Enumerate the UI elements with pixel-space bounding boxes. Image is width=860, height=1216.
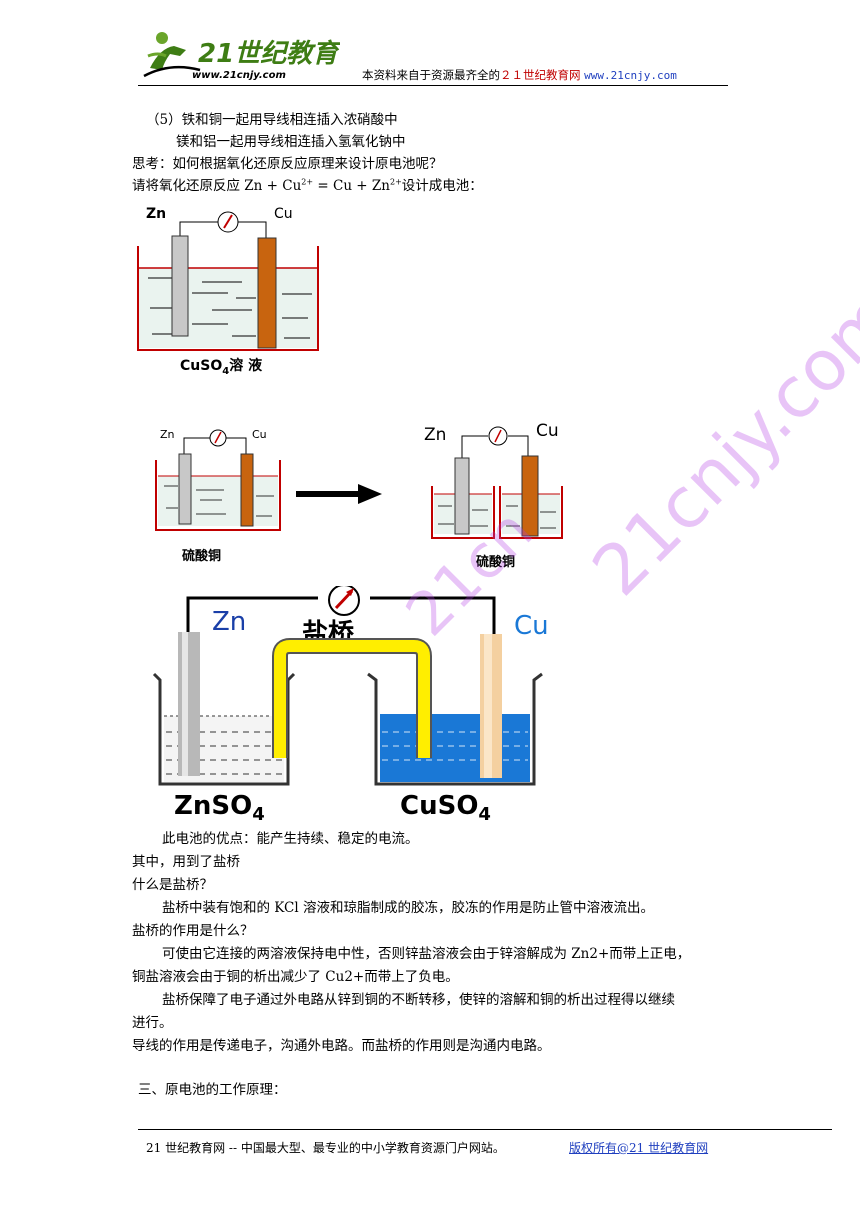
paragraph-transfer-1: 盐桥保障了电子通过外电路从锌到铜的不断转移，使锌的溶解和铜的析出过程得以继续 [162, 992, 675, 1008]
copper-electrode [257, 237, 277, 349]
cu-label: Cu [252, 428, 267, 441]
figure-single-cell: Zn Cu CuSO4溶 液 [137, 206, 319, 377]
zinc-electrode [178, 632, 200, 776]
watermark: 21cnjy.com [576, 274, 860, 612]
zn-label: Zn [146, 206, 166, 222]
paragraph-transfer-2: 进行。 [132, 1015, 173, 1031]
ammeter-icon [209, 429, 227, 447]
ammeter-icon [217, 211, 239, 233]
salt-bridge-tube [274, 640, 430, 758]
logo-text: 21世纪教育 [198, 39, 340, 69]
site-logo: 21世纪教育 www.21cnjy.com [140, 26, 342, 82]
question-bridge-role: 盐桥的作用是什么？ [132, 923, 254, 939]
reaction-right: = Cu + Zn [313, 178, 390, 194]
section-heading: 三、原电池的工作原理： [138, 1082, 287, 1098]
figure-cell-split: Zn Cu 硫酸铜 [424, 421, 563, 570]
running-figure-icon [143, 32, 201, 78]
zinc-electrode [171, 235, 189, 337]
text-line-3: 思考：如何根据氧化还原反应原理来设计原电池呢？ [132, 156, 443, 172]
header-site-name: ２１世纪教育网 [500, 68, 581, 82]
text-line-1: （5）铁和铜一起用导线相连插入浓硝酸中 [146, 112, 398, 128]
footer-copyright-link[interactable]: 版权所有@21 世纪教育网 [569, 1141, 709, 1155]
ammeter-icon [488, 426, 508, 446]
paragraph-bridge-content: 盐桥中装有饱和的 KCl 溶液和琼脂制成的胶冻，胶冻的作用是防止管中溶液流出。 [162, 900, 654, 916]
reaction-left: 请将氧化还原反应 Zn + Cu [132, 178, 302, 194]
logo-url: www.21cnjy.com [192, 70, 286, 81]
copper-electrode [240, 453, 254, 527]
paragraph-salt-bridge-used: 其中，用到了盐桥 [132, 854, 240, 870]
left-solution-caption: ZnSO4 [174, 791, 265, 825]
question-what-is-bridge: 什么是盐桥？ [132, 877, 213, 893]
figure-cell-before: Zn Cu 硫酸铜 [155, 428, 281, 564]
caption-left: 硫酸铜 [182, 548, 221, 564]
solution-caption: CuSO4溶 液 [180, 357, 263, 377]
paragraph-advantage: 此电池的优点：能产生持续、稳定的电流。 [162, 831, 419, 847]
header-source-line: 本资料来自于资源最齐全的２１世纪教育网 www.21cnjy.com [362, 67, 677, 83]
paragraph-neutrality-1: 可使由它连接的两溶液保持电中性，否则锌盐溶液会由于锌溶解成为 Zn2+而带上正电… [162, 946, 691, 962]
zinc-electrode [454, 457, 470, 535]
cu-label: Cu [274, 206, 293, 222]
text-line-4: 请将氧化还原反应 Zn + Cu2+ = Cu + Zn2+设计成电池： [132, 176, 483, 196]
zn-label: Zn [212, 607, 246, 637]
right-solution-caption: CuSO4 [400, 791, 491, 825]
footer-divider [138, 1129, 832, 1130]
paragraph-wire-role: 导线的作用是传递电子，沟通外电路。而盐桥的作用则是沟通内电路。 [132, 1038, 551, 1054]
zn-label: Zn [424, 425, 446, 445]
paragraph-neutrality-2: 铜盐溶液会由于铜的析出减少了 Cu2+而带上了负电。 [132, 969, 459, 985]
header-site-url[interactable]: www.21cnjy.com [584, 69, 677, 82]
reaction-tail: 设计成电池： [401, 178, 483, 194]
zn-label: Zn [160, 428, 175, 441]
footer-tagline: 21 世纪教育网 -- 中国最大型、最专业的中小学教育资源门户网站。 [146, 1141, 505, 1155]
zinc-electrode [178, 453, 192, 525]
figure-salt-bridge-cell: Zn 盐桥 Cu ZnSO4 CuSO4 [152, 586, 549, 825]
text-line-2: 镁和铝一起用导线相连插入氢氧化钠中 [176, 134, 406, 150]
ammeter-icon [328, 586, 360, 616]
copper-electrode [521, 455, 539, 537]
reaction-sup-2: 2+ [389, 177, 402, 187]
header-divider [138, 85, 728, 86]
cu-label: Cu [514, 611, 549, 641]
header-prefix: 本资料来自于资源最齐全的 [362, 68, 500, 82]
transform-arrow-icon [296, 484, 382, 504]
caption-right: 硫酸铜 [476, 554, 515, 570]
cu-label: Cu [536, 421, 559, 441]
reaction-sup-1: 2+ [301, 177, 314, 187]
